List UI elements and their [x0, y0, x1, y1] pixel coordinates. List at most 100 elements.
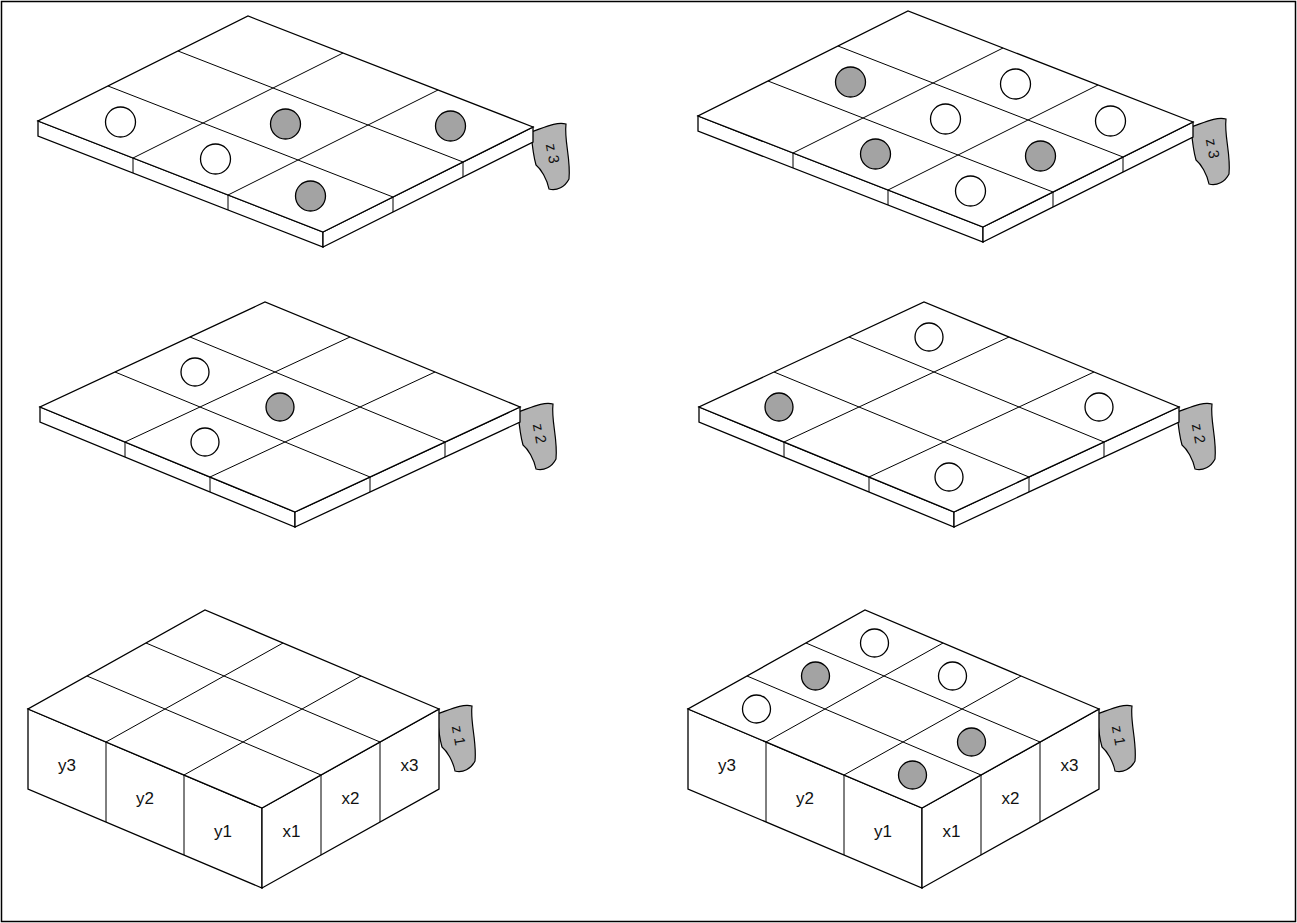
ball [181, 358, 209, 386]
grid-board [699, 302, 1215, 527]
top-face [698, 11, 1193, 227]
face-label: x3 [1061, 757, 1079, 774]
top-face [38, 16, 533, 232]
grid-line [1104, 442, 1105, 457]
ball [958, 728, 986, 756]
ribbon-tag [1177, 403, 1215, 469]
grid-line [133, 53, 343, 158]
ball [201, 144, 231, 174]
ribbon-label: z 2 [1190, 422, 1208, 444]
grid-board [40, 302, 556, 527]
ribbon-label: z 1 [450, 724, 468, 746]
face-label: y1 [214, 823, 232, 840]
ball [1001, 69, 1031, 99]
ball [743, 695, 771, 723]
grid-line [106, 742, 107, 822]
grid-line [888, 85, 1098, 190]
grid-line [210, 477, 211, 492]
grid-line [774, 372, 1029, 477]
top-face [28, 610, 439, 808]
grid-line [793, 153, 794, 168]
grid-line [793, 48, 1003, 153]
ribbon-tag [1097, 705, 1135, 771]
grid-line [184, 676, 361, 775]
grid-line [766, 742, 767, 822]
ribbon-tag [531, 123, 569, 189]
ribbon-tag [437, 705, 475, 771]
face-label: y2 [136, 790, 154, 807]
grid-line [87, 676, 321, 775]
grid-line [146, 643, 380, 742]
ball [931, 104, 961, 134]
top-face [688, 610, 1099, 808]
grid-line [125, 442, 126, 457]
face-label: x1 [283, 823, 301, 840]
grid-line [806, 643, 1040, 742]
grid-line [184, 775, 185, 855]
grid-line [190, 337, 445, 442]
grid-line [228, 195, 229, 210]
grid-line [888, 190, 889, 205]
top-face [40, 302, 520, 512]
ball [802, 662, 830, 690]
grid-line [445, 442, 446, 457]
grid-line [1123, 157, 1124, 172]
ball [836, 67, 866, 97]
ball [1096, 106, 1126, 136]
grid-line [108, 86, 393, 197]
ball [861, 629, 889, 657]
grid-line [463, 162, 464, 177]
ball [861, 139, 891, 169]
grid-line [844, 775, 845, 855]
grid-line [106, 643, 283, 742]
grid-line [981, 775, 982, 855]
grid-line [1029, 477, 1030, 492]
grid-line [1053, 192, 1054, 207]
ball [1026, 141, 1056, 171]
ball [271, 109, 301, 139]
ball [899, 761, 927, 789]
grid-line [370, 477, 371, 492]
grid-board [28, 610, 475, 888]
ball [436, 111, 466, 141]
ball [266, 393, 294, 421]
grid-line [747, 676, 981, 775]
grid-line [1040, 742, 1041, 822]
grid-board [688, 610, 1135, 888]
ribbon-tag [1191, 118, 1229, 184]
ball [915, 323, 943, 351]
face-label: x3 [401, 757, 419, 774]
grid-line [849, 337, 1104, 442]
face-label: y2 [796, 790, 814, 807]
grid-line [784, 337, 1009, 442]
grid-line [844, 676, 1021, 775]
face-label: y1 [874, 823, 892, 840]
ribbon-label: z 3 [1204, 137, 1222, 159]
grid-line [321, 775, 322, 855]
top-face [699, 302, 1179, 512]
ball [296, 181, 326, 211]
ribbon-label: z 3 [544, 142, 562, 164]
ribbon-label: z 2 [531, 422, 549, 444]
face-label: x1 [943, 823, 961, 840]
ball [765, 393, 793, 421]
grid-line [766, 643, 943, 742]
grid-line [228, 90, 438, 195]
grid-line [125, 337, 350, 442]
ball [935, 463, 963, 491]
face-label: y3 [58, 757, 76, 774]
ball [191, 428, 219, 456]
ball [106, 107, 136, 137]
ribbon-tag [518, 403, 556, 469]
grid-line [380, 742, 381, 822]
grid-line [115, 372, 370, 477]
grid-board [698, 11, 1229, 242]
face-label: x2 [342, 790, 360, 807]
grid-line [869, 477, 870, 492]
grid-board [38, 16, 569, 247]
ribbon-label: z 1 [1110, 724, 1128, 746]
